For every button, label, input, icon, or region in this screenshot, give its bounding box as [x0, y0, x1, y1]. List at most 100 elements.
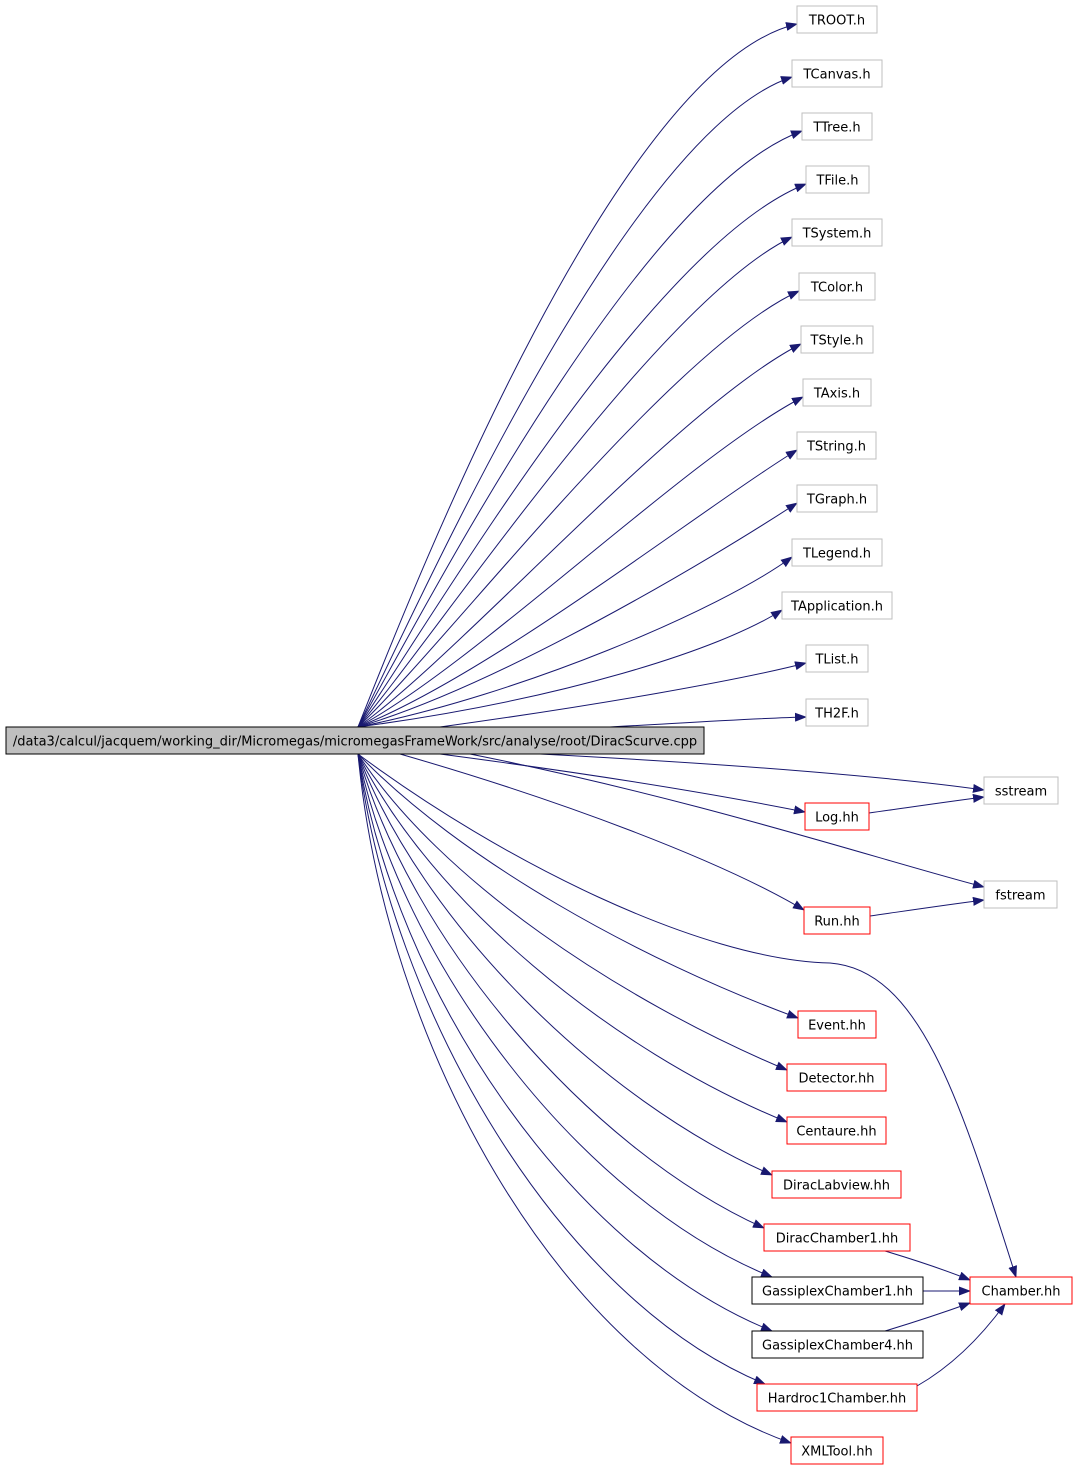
node-log[interactable]: Log.hh	[804, 802, 870, 831]
node-chamber[interactable]: Chamber.hh	[969, 1276, 1073, 1305]
edge-root-to-tgraph	[357, 502, 798, 728]
edge-root-to-tfile	[357, 183, 807, 728]
edge-root-to-detector	[357, 753, 788, 1071]
node-label: TGraph.h	[806, 493, 867, 508]
node-label: DiracChamber1.hh	[776, 1232, 899, 1247]
node-label: TROOT.h	[808, 14, 865, 29]
node-box	[791, 538, 883, 567]
edge-root-to-tlist	[439, 661, 807, 728]
node-taxis: TAxis.h	[802, 378, 872, 407]
node-tlegend: TLegend.h	[791, 538, 883, 567]
node-label: Hardroc1Chamber.hh	[768, 1392, 907, 1407]
node-box	[771, 1170, 902, 1199]
node-run[interactable]: Run.hh	[803, 906, 871, 935]
edge-root-to-tapplication	[357, 609, 783, 728]
node-troot: TROOT.h	[796, 5, 878, 34]
node-label: TLegend.h	[802, 547, 871, 562]
edge-root-to-log	[439, 753, 806, 815]
node-diracchamber1[interactable]: DiracChamber1.hh	[763, 1223, 911, 1252]
node-box	[791, 59, 883, 88]
node-label: GassiplexChamber1.hh	[762, 1285, 913, 1300]
edge-root-to-tcolor	[357, 290, 800, 728]
node-box	[800, 325, 874, 354]
edge-root-to-tstyle	[357, 343, 802, 728]
node-gassiplexchamber4[interactable]: GassiplexChamber4.hh	[751, 1330, 924, 1359]
node-box	[969, 1276, 1073, 1305]
node-centaure[interactable]: Centaure.hh	[786, 1116, 887, 1145]
node-label: Centaure.hh	[796, 1125, 876, 1140]
edge-root-to-fstream	[469, 753, 985, 889]
node-box	[763, 1223, 911, 1252]
node-label: TSystem.h	[802, 227, 872, 242]
node-th2f: TH2F.h	[805, 698, 869, 727]
node-label: TList.h	[814, 653, 858, 668]
node-tfile: TFile.h	[805, 165, 870, 194]
node-fstream: fstream	[983, 880, 1058, 909]
node-sstream: sstream	[983, 776, 1059, 805]
edge-run-to-fstream	[869, 896, 985, 917]
node-box	[756, 1383, 918, 1412]
node-label: Event.hh	[808, 1019, 866, 1034]
node-label: Detector.hh	[798, 1072, 874, 1087]
root-file-node[interactable]: /data3/calcul/jacquem/working_dir/Microm…	[5, 726, 705, 755]
edge-root-to-th2f	[609, 712, 807, 728]
node-label: TCanvas.h	[802, 68, 870, 83]
node-tcanvas: TCanvas.h	[791, 59, 883, 88]
node-box	[786, 1116, 887, 1145]
node-box	[796, 5, 878, 34]
node-box	[797, 1010, 877, 1039]
edge-root-to-gassiplexchamber1	[357, 753, 773, 1278]
node-hardroc1chamber[interactable]: Hardroc1Chamber.hh	[756, 1383, 918, 1412]
node-box	[791, 218, 883, 247]
edge-root-to-ttree	[357, 130, 803, 728]
node-tlist: TList.h	[805, 644, 869, 673]
node-label: TStyle.h	[810, 334, 864, 349]
node-tstyle: TStyle.h	[800, 325, 874, 354]
node-box	[751, 1276, 924, 1305]
node-label: TH2F.h	[814, 707, 859, 722]
node-box	[803, 906, 871, 935]
node-label: TColor.h	[810, 281, 863, 296]
node-label: /data3/calcul/jacquem/working_dir/Microm…	[13, 735, 697, 750]
edge-root-to-taxis	[357, 396, 804, 728]
edge-root-to-gassiplexchamber4	[357, 753, 773, 1332]
node-xmltool[interactable]: XMLTool.hh	[790, 1436, 884, 1465]
node-box	[805, 698, 869, 727]
node-box	[983, 880, 1058, 909]
edge-root-to-diraclabview	[357, 753, 773, 1176]
edge-gassiplexchamber4-to-chamber	[884, 1302, 971, 1332]
edges-layer	[357, 22, 1017, 1444]
node-box	[796, 431, 877, 460]
edge-root-to-tstring	[357, 449, 798, 728]
edge-root-to-event	[357, 753, 799, 1019]
edge-root-to-hardroc1chamber	[357, 753, 766, 1385]
node-label: Log.hh	[815, 811, 859, 826]
edge-root-to-tcanvas	[357, 76, 793, 728]
edge-hardroc1chamber-to-chamber	[916, 1303, 1006, 1387]
node-box	[801, 112, 873, 141]
node-label: TAxis.h	[813, 387, 860, 402]
edge-root-to-sstream	[539, 753, 985, 793]
node-event[interactable]: Event.hh	[797, 1010, 877, 1039]
node-tgraph: TGraph.h	[796, 484, 878, 513]
node-label: TFile.h	[815, 174, 858, 189]
node-detector[interactable]: Detector.hh	[786, 1063, 887, 1092]
edge-root-to-troot	[357, 22, 798, 728]
node-tsystem: TSystem.h	[791, 218, 883, 247]
node-diraclabview[interactable]: DiracLabview.hh	[771, 1170, 902, 1199]
node-gassiplexchamber1[interactable]: GassiplexChamber1.hh	[751, 1276, 924, 1305]
node-label: XMLTool.hh	[801, 1445, 872, 1460]
node-box	[798, 272, 876, 301]
node-label: TApplication.h	[790, 600, 883, 615]
edge-root-to-chamber	[357, 753, 1017, 1278]
edge-root-to-tlegend	[357, 556, 793, 728]
node-box	[805, 165, 870, 194]
edge-diracchamber1-to-chamber	[884, 1250, 971, 1281]
nodes-layer: /data3/calcul/jacquem/working_dir/Microm…	[5, 5, 1073, 1465]
node-box	[786, 1063, 887, 1092]
edge-root-to-centaure	[357, 753, 788, 1123]
edge-log-to-sstream	[868, 793, 985, 814]
node-box	[804, 802, 870, 831]
node-label: Chamber.hh	[982, 1285, 1061, 1300]
